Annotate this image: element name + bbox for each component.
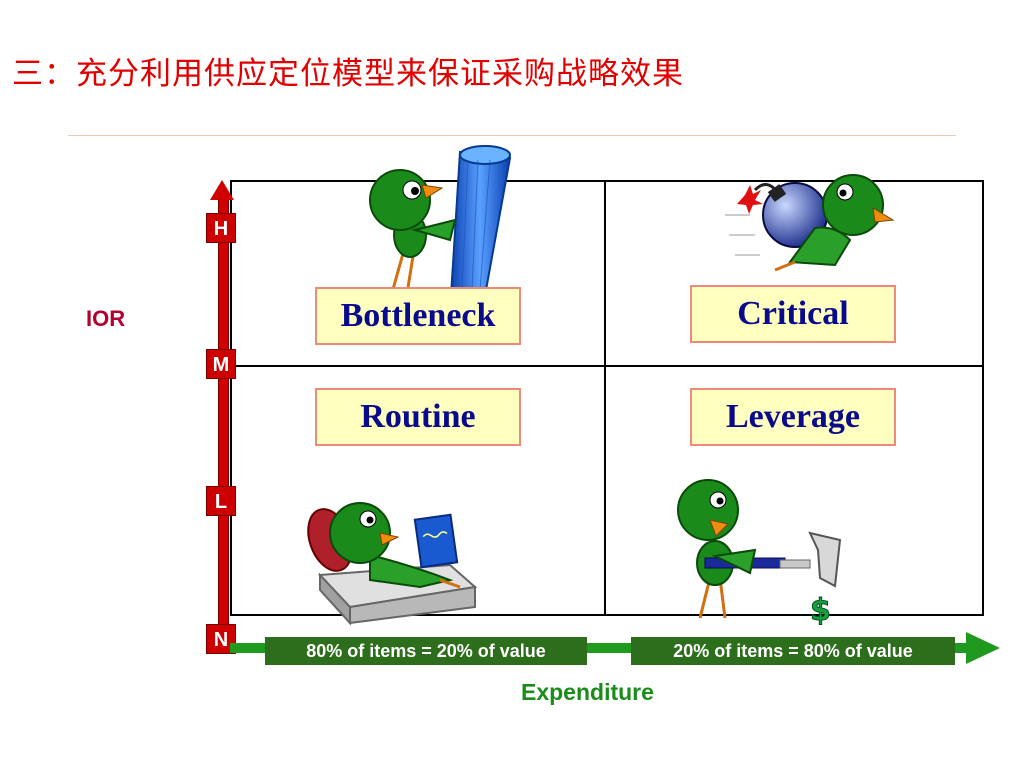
leverage-bird-illustration: $ bbox=[677, 479, 842, 629]
level-h: H bbox=[206, 213, 236, 243]
bottleneck-bird-illustration bbox=[369, 145, 512, 314]
routine-bird-illustration bbox=[307, 502, 478, 626]
quadrant-grid bbox=[230, 180, 984, 616]
grid-vertical-divider bbox=[604, 180, 606, 616]
svg-text:$: $ bbox=[810, 593, 831, 628]
level-l: L bbox=[206, 486, 236, 516]
quadrant-routine: Routine bbox=[315, 388, 521, 446]
x-note-left: 80% of items = 20% of value bbox=[265, 637, 587, 665]
y-axis-label: IOR bbox=[86, 306, 126, 331]
critical-bird-illustration bbox=[725, 174, 895, 272]
level-m: M bbox=[206, 349, 236, 379]
y-axis-bar bbox=[218, 198, 229, 638]
x-axis-bar bbox=[230, 643, 970, 653]
page-title: 三：充分利用供应定位模型来保证采购战略效果 bbox=[12, 56, 684, 92]
quadrant-bottleneck: Bottleneck bbox=[315, 287, 521, 345]
title-divider bbox=[68, 135, 956, 136]
x-note-right: 20% of items = 80% of value bbox=[631, 637, 955, 665]
y-axis-arrow-icon bbox=[210, 180, 234, 200]
quadrant-critical: Critical bbox=[690, 285, 896, 343]
x-axis-arrow-icon bbox=[966, 632, 1000, 664]
quadrant-leverage: Leverage bbox=[690, 388, 896, 446]
x-axis-label: Expenditure bbox=[521, 679, 654, 705]
grid-horizontal-divider bbox=[230, 365, 984, 367]
